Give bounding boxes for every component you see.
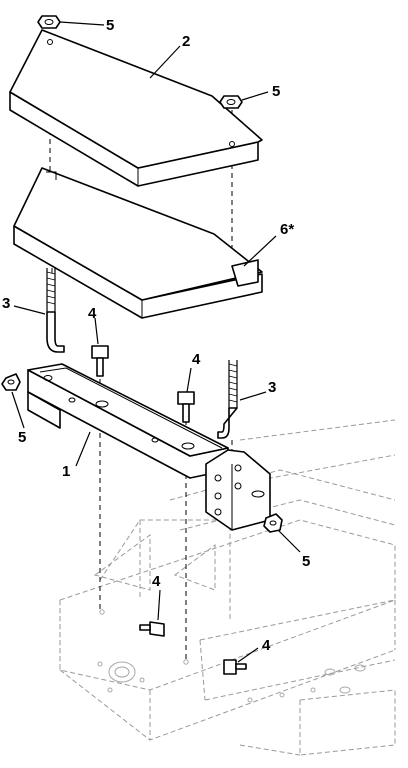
bolt-frame-left [139, 621, 165, 637]
bolt-frame-right [223, 659, 247, 675]
callout-nut-top-right: 5 [272, 83, 280, 100]
callout-j-bolt-right: 3 [268, 379, 276, 396]
weight-plate-lower [13, 167, 263, 319]
callout-nut-bracket-left: 5 [18, 429, 26, 446]
callout-bolt-bracket-left: 4 [88, 305, 97, 322]
nut-top-left [37, 15, 61, 29]
leader-lines [11, 21, 301, 663]
callout-j-bolt-left: 3 [2, 295, 10, 312]
j-bolt-left [46, 268, 65, 353]
callout-weight-lower: 6* [280, 221, 294, 238]
nut-bracket-left [1, 373, 21, 391]
callout-labels: 2 6* 1 3 3 4 4 4 4 5 5 5 5 [2, 17, 310, 654]
bolt-bracket-right [177, 391, 195, 423]
callout-bolt-frame-right: 4 [262, 637, 271, 654]
callout-nut-bracket-right: 5 [302, 553, 310, 570]
callout-bolt-frame-left: 4 [152, 573, 161, 590]
tractor-frame-background [59, 419, 396, 756]
nut-top-right [219, 95, 243, 109]
nut-bracket-right [263, 513, 283, 533]
callout-weight-top: 2 [182, 33, 190, 50]
weight-plate-top [9, 29, 263, 187]
callout-bolt-bracket-right: 4 [192, 351, 201, 368]
callout-nut-top-left: 5 [106, 17, 114, 34]
callout-bracket: 1 [62, 463, 70, 480]
bolt-bracket-left [91, 345, 109, 377]
j-bolt-right [217, 360, 238, 439]
mounting-bracket [27, 363, 271, 531]
